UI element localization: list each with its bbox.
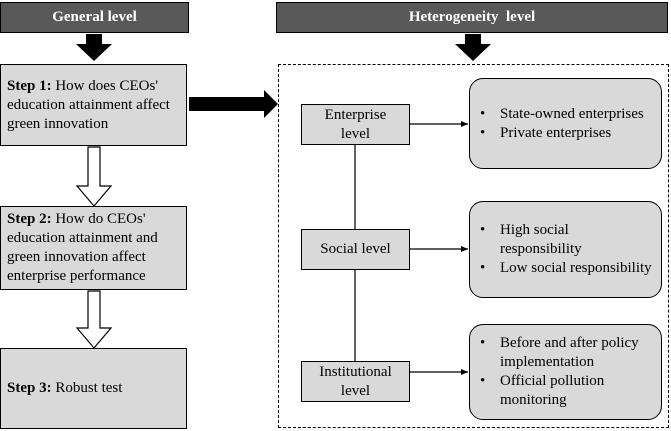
step1-to-step2-arrow — [75, 146, 113, 207]
heterogeneity-container — [278, 64, 669, 428]
step-1-label: Step 1: — [7, 77, 52, 94]
heterogeneity-level-header-text: Heterogeneity level — [408, 9, 536, 25]
detail-private: Private enterprises — [480, 124, 644, 143]
step-3-text: Robust test — [55, 380, 123, 396]
heterogeneity-down-arrow — [455, 34, 491, 61]
step-3-label: Step 3: — [7, 380, 52, 396]
general-level-header-text: General level — [52, 9, 137, 25]
institutional-details-box: Before and after policy implementation O… — [469, 324, 662, 420]
step-2-text: How do CEOs' education attainment and gr… — [7, 211, 158, 284]
heterogeneity-level-header: Heterogeneity level — [276, 2, 668, 33]
general-down-arrow — [76, 34, 112, 61]
step-1-text: How does CEOs' education attainment affe… — [7, 77, 170, 132]
step-2-box: Step 2: How do CEOs' education attainmen… — [0, 206, 187, 290]
detail-policy: Before and after policy implementation — [480, 334, 653, 372]
enterprise-level-box: Enterprise level — [301, 104, 410, 145]
institutional-level-box: Institutional level — [301, 361, 410, 402]
detail-pollution: Official pollution monitoring — [480, 372, 653, 410]
step1-to-heterogeneity-arrow — [189, 90, 278, 118]
step-2-label: Step 2: — [7, 211, 52, 227]
detail-state-owned: State-owned enterprises — [480, 105, 644, 124]
institutional-level-line1: Institutional — [319, 363, 392, 380]
step-1-box: Step 1: How does CEOs' education attainm… — [0, 64, 187, 146]
general-level-header: General level — [0, 2, 189, 33]
detail-low-social: Low social responsibility — [480, 259, 653, 278]
enterprise-details-box: State-owned enterprises Private enterpri… — [469, 78, 662, 169]
social-level-line1: Social level — [320, 241, 391, 257]
institutional-level-line2: level — [340, 382, 371, 399]
enterprise-level-line2: level — [340, 125, 371, 142]
social-level-box: Social level — [301, 229, 410, 270]
enterprise-level-line1: Enterprise — [324, 106, 387, 123]
step-3-box: Step 3: Robust test — [0, 348, 187, 429]
detail-high-social: High social responsibility — [480, 221, 653, 259]
step2-to-step3-arrow — [75, 290, 113, 349]
social-details-box: High social responsibility Low social re… — [469, 201, 662, 298]
